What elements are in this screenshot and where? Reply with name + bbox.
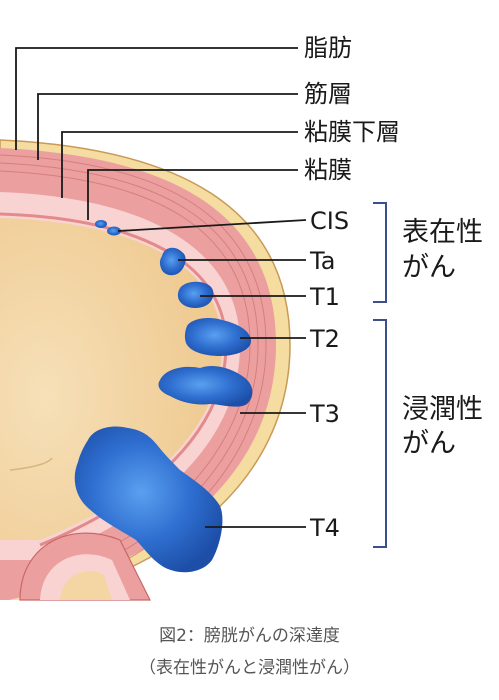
label-muscle: 筋層: [304, 80, 352, 108]
tumor-t2: [184, 318, 252, 356]
figure-caption: 図2：膀胱がんの深達度 （表在性がんと浸潤性がん）: [0, 620, 499, 684]
group-invasive-line2: がん: [402, 428, 456, 459]
label-fat: 脂肪: [304, 34, 352, 62]
leader-cis: [117, 219, 307, 232]
label-t2: T2: [309, 325, 340, 353]
tumors: [74, 220, 253, 573]
leader-fat: [15, 47, 298, 150]
label-t1: T1: [309, 283, 340, 311]
caption-line1: 図2：膀胱がんの深達度: [159, 626, 340, 646]
bracket-invasive: [373, 319, 387, 548]
tumor-ta: [159, 247, 186, 276]
label-mucosa: 粘膜: [304, 156, 352, 184]
leader-submucosa: [61, 131, 298, 198]
group-superficial-line2: がん: [402, 252, 456, 283]
leader-mucosa: [87, 169, 298, 220]
caption-line2: （表在性がんと浸潤性がん）: [139, 658, 360, 678]
ureteral-orifice: [9, 457, 151, 601]
tumor-t3: [158, 366, 253, 407]
group-invasive-line1: 浸潤性: [402, 394, 483, 425]
tumor-cis: [95, 220, 121, 236]
label-t3: T3: [309, 400, 340, 428]
leader-muscle: [37, 93, 298, 160]
layer-leader-lines: [15, 47, 298, 220]
label-submucosa: 粘膜下層: [304, 118, 400, 146]
group-superficial-line1: 表在性: [402, 217, 483, 248]
bladder-wall-diagram: 脂肪 筋層 粘膜下層 粘膜 CIS Ta T1 T2 T3 T4 表在性 がん …: [0, 34, 483, 601]
label-t4: T4: [309, 514, 340, 542]
stage-leader-lines: [117, 219, 307, 528]
label-ta: Ta: [309, 247, 335, 275]
bracket-superficial: [373, 202, 387, 303]
tumor-t1: [177, 281, 214, 308]
label-cis: CIS: [310, 207, 349, 235]
tumor-t4: [74, 426, 223, 573]
